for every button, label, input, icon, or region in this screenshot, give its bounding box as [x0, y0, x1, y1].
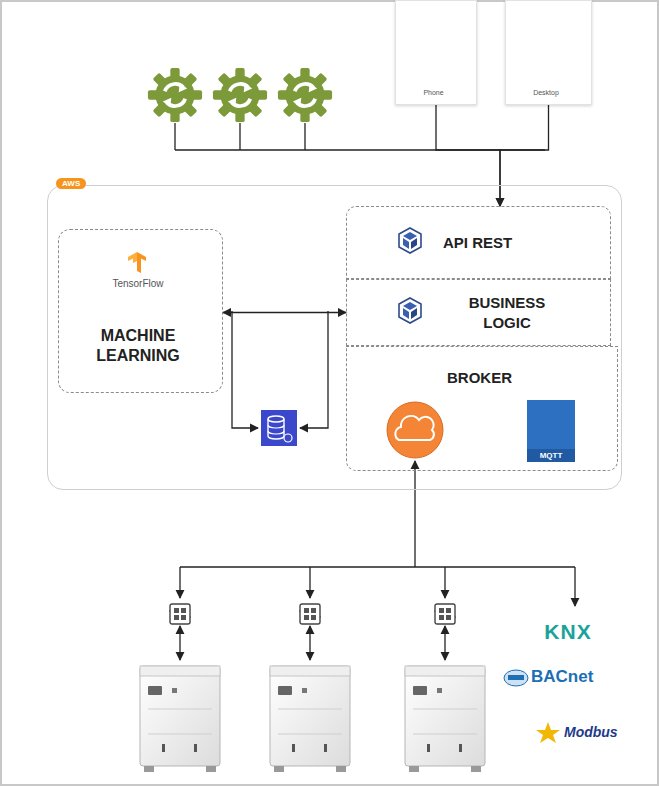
device-name: Desktop [506, 89, 586, 96]
client-bus [175, 123, 545, 150]
protocol-name: MQTT [527, 451, 575, 460]
gateway-icons [169, 604, 456, 624]
service-gears [148, 68, 332, 122]
connector [436, 105, 500, 206]
field-bus [180, 461, 575, 660]
protocol-logo: KNX [528, 620, 608, 644]
layer-title: API REST [443, 234, 512, 251]
connector [500, 105, 549, 206]
layer-box: BUSINESS LOGIC [346, 279, 611, 346]
connector [223, 312, 346, 313]
layer-box: API REST [346, 206, 611, 279]
cube-icon [399, 228, 421, 253]
broker-cloud-icon [387, 402, 443, 458]
mqtt-icon [527, 400, 575, 462]
cube-icon [399, 298, 421, 323]
module-title: MACHINE LEARNING [78, 326, 198, 366]
layer-box: BROKER [346, 346, 618, 471]
client-card: Desktop [505, 0, 592, 105]
device-name: Phone [396, 89, 471, 96]
bacnet-logo-mark [504, 670, 528, 686]
layer-title: BUSINESS LOGIC [452, 293, 562, 332]
module-box: TensorFlowMACHINE LEARNING [58, 229, 223, 393]
client-card: Phone [395, 0, 477, 105]
cloud-region: TensorFlowMACHINE LEARNING API REST BUSINE… [47, 185, 622, 490]
chiller-units [140, 666, 485, 772]
tensorflow-logo [128, 252, 146, 273]
library-name: TensorFlow [59, 278, 217, 289]
protocol-logo: Modbus [564, 724, 618, 740]
database-icon [261, 410, 297, 446]
protocol-logo: BACnet [531, 667, 593, 687]
modbus-logo-mark [536, 722, 560, 743]
layer-title: BROKER [347, 369, 612, 386]
region-tag: AWS [56, 178, 86, 189]
